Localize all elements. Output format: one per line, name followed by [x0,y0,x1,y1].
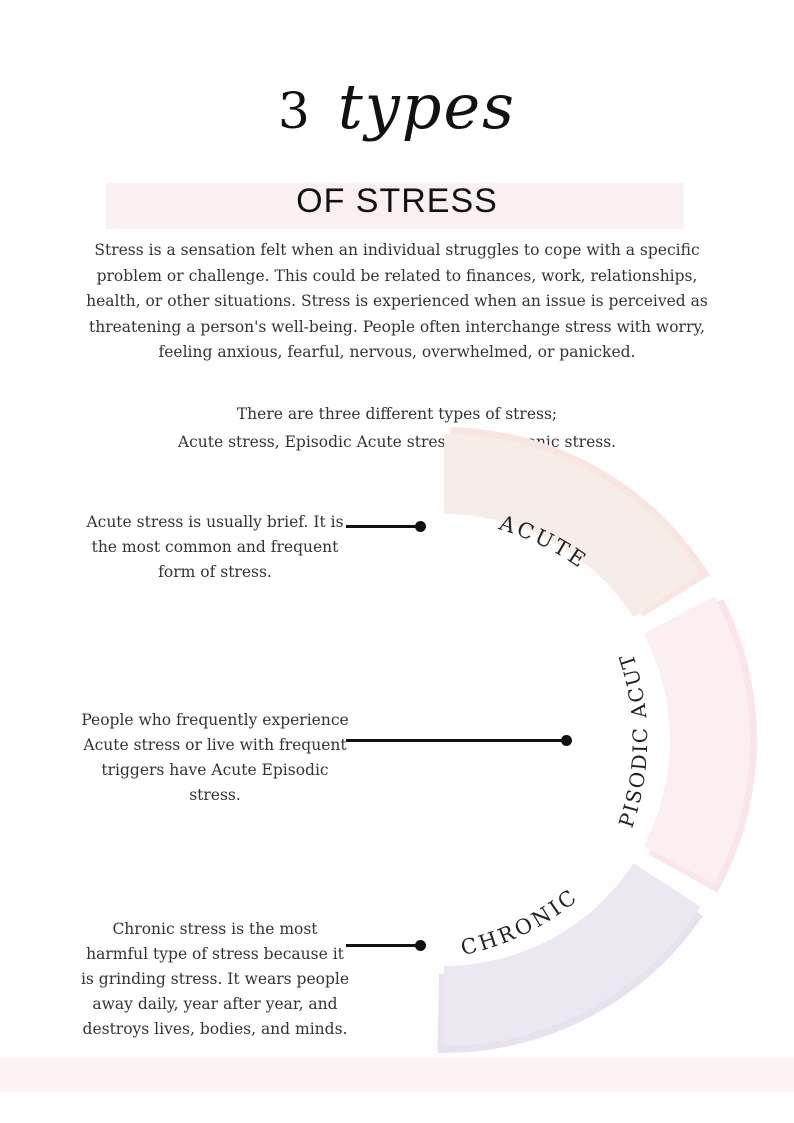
intro-paragraph: Stress is a sensation felt when an indiv… [86,241,708,361]
chronic-connector-line [346,944,420,947]
episodic-acute-segment [643,596,751,884]
title-word: types [337,70,516,143]
page-subtitle: OF STRESS [296,182,498,220]
acute-description: Acute stress is usually brief. It is the… [86,513,344,581]
acute-connector-dot [415,521,426,532]
episodic-description: People who frequently experience Acute s… [81,711,349,804]
chronic-connector-dot [415,940,426,951]
subtitle-band [106,183,684,229]
episodic-connector-line [346,739,566,742]
chronic-description: Chronic stress is the most harmful type … [80,920,350,1038]
chronic-segment [444,863,701,1046]
types-intro-line: There are three different types of stres… [236,405,558,423]
title-number: 3 [278,82,312,140]
page-title: 3 types [0,70,794,143]
acute-connector-line [346,525,420,528]
episodic-connector-dot [561,735,572,746]
acute-segment [444,434,701,617]
footer-band [0,1058,794,1092]
